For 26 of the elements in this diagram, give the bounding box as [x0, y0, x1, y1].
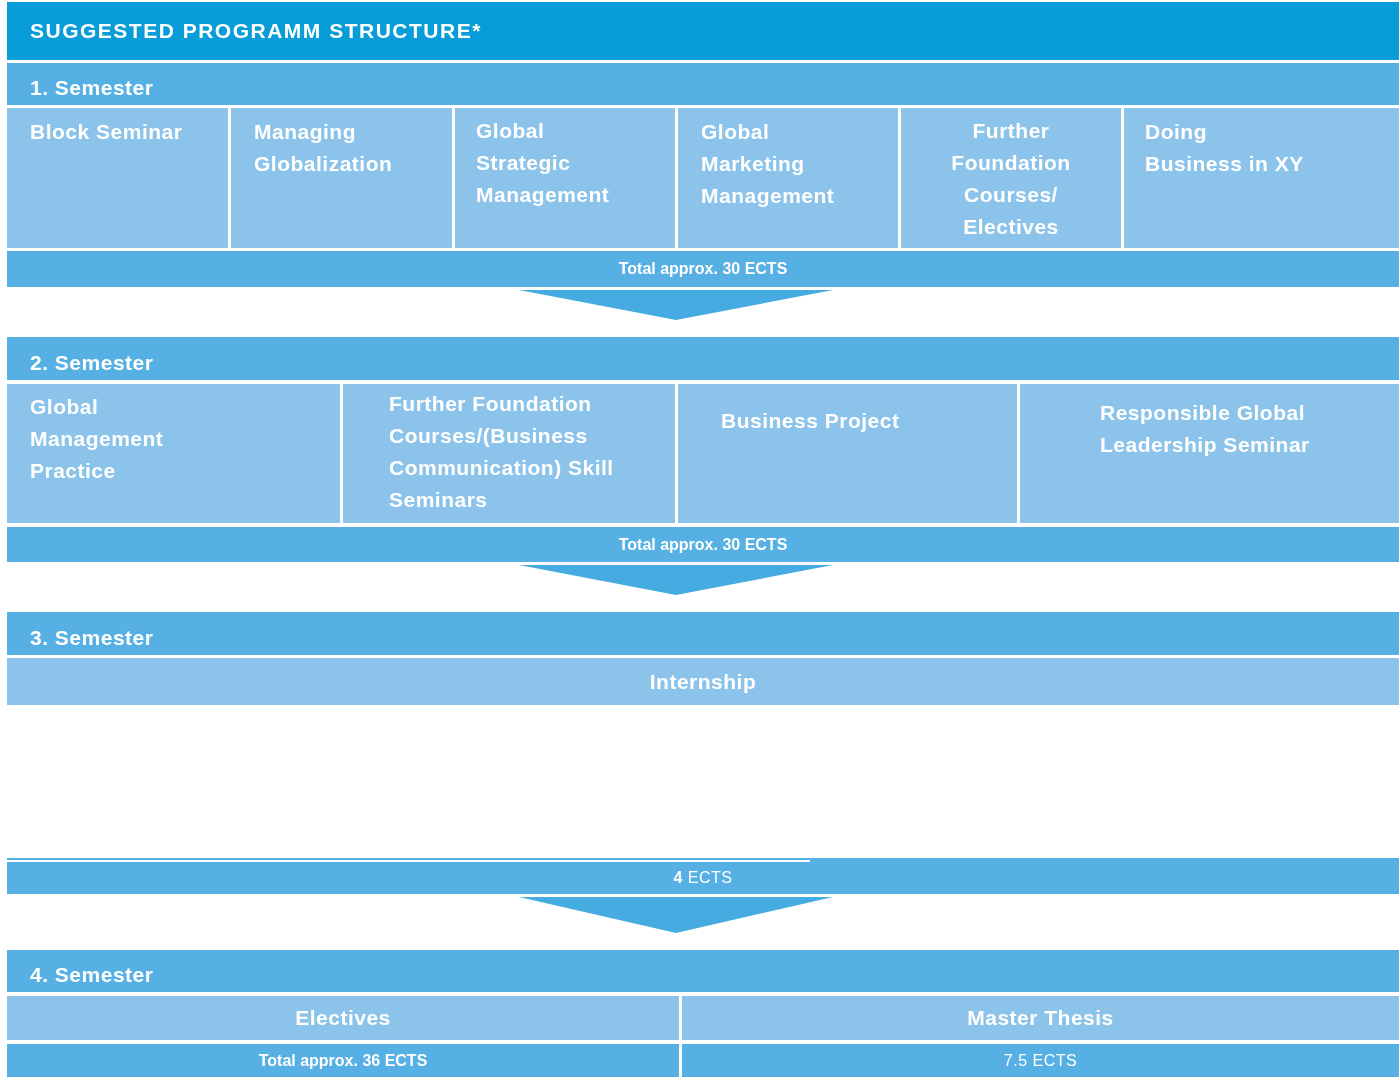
ects-total-bar: Total approx. 30 ECTS [7, 527, 1399, 562]
semester-header-band: 2. Semester [7, 337, 1399, 380]
ects-total-bar: Total approx. 30 ECTS [7, 251, 1399, 287]
course-box: Master Thesis [682, 996, 1399, 1040]
chevron-arrow [519, 565, 833, 595]
course-box: Global Management Practice [7, 384, 340, 523]
course-box: Internship [7, 658, 1399, 705]
title-banner: SUGGESTED PROGRAMM STRUCTURE* [7, 2, 1399, 60]
semester-header-band: 4. Semester [7, 950, 1399, 992]
course-box: Electives [7, 996, 679, 1040]
course-box: Further Foundation Courses/(Business Communication) Skill Seminars [343, 384, 675, 523]
ects-total-bar: 4 ECTS [7, 862, 1399, 894]
ects-total-bar: 7.5 ECTS [682, 1044, 1399, 1077]
course-box: Block Seminar [7, 108, 228, 248]
chevron-arrow [519, 290, 833, 320]
semester-header-band: 1. Semester [7, 63, 1399, 105]
chevron-arrow [519, 897, 833, 933]
course-box: Global Marketing Management [678, 108, 898, 248]
course-box: Global Strategic Management [455, 108, 675, 248]
course-box: Doing Business in XY [1124, 108, 1399, 248]
course-box: Managing Globalization [231, 108, 452, 248]
semester-header-band: 3. Semester [7, 612, 1399, 655]
course-box: Responsible Global Leadership Seminar [1020, 384, 1399, 523]
course-box: Further Foundation Courses/ Electives [901, 108, 1121, 248]
course-box: Business Project [678, 384, 1017, 523]
ects-total-bar: Total approx. 36 ECTS [7, 1044, 679, 1077]
